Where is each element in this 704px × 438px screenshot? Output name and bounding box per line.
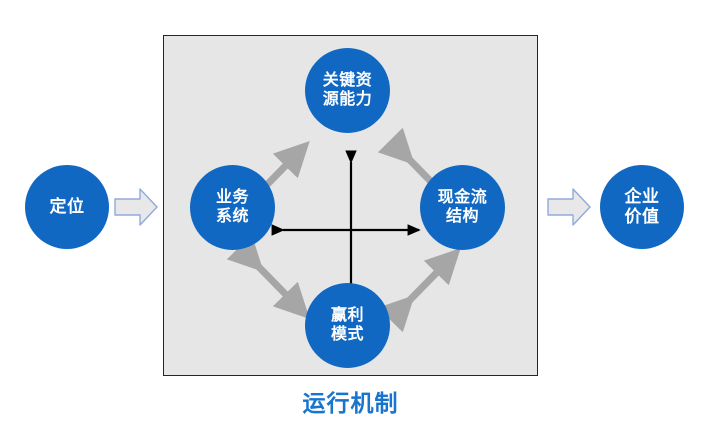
- node-enterprise-value[interactable]: 企业 价值: [600, 165, 684, 249]
- flow-arrow-right-icon-right: [547, 188, 591, 226]
- node-key-resource-capability[interactable]: 关键资 源能力: [305, 48, 390, 133]
- node-profit-model-label: 赢利 模式: [330, 306, 364, 343]
- node-business-system-label: 业务 系统: [215, 188, 249, 225]
- node-positioning-label: 定位: [49, 196, 85, 216]
- panel-caption: 运行机制: [302, 390, 399, 416]
- node-profit-model[interactable]: 赢利 模式: [305, 283, 390, 368]
- flow-arrow-right-icon-left: [114, 188, 158, 226]
- node-cash-flow-structure[interactable]: 现金流 结构: [420, 165, 505, 250]
- node-business-system[interactable]: 业务 系统: [190, 165, 275, 250]
- node-enterprise-value-label: 企业 价值: [624, 186, 660, 226]
- node-key-resource-capability-label: 关键资 源能力: [322, 71, 373, 108]
- node-positioning[interactable]: 定位: [25, 165, 109, 249]
- node-cash-flow-structure-label: 现金流 结构: [437, 188, 488, 225]
